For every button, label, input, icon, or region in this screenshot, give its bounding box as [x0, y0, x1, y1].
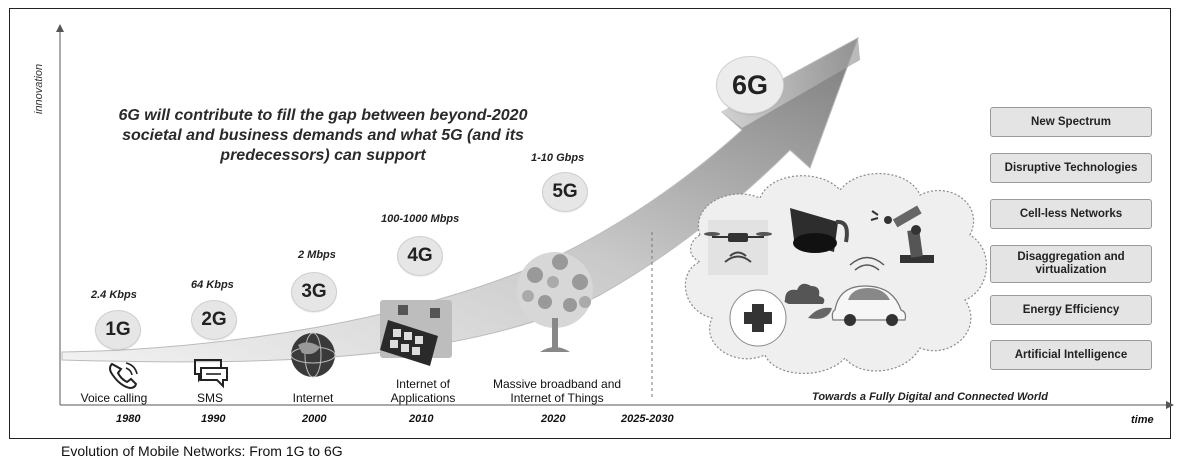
- medical-cross-icon: [729, 289, 787, 347]
- year-1990: 1990: [201, 413, 226, 425]
- gen-bubble-2g: 2G: [191, 300, 237, 340]
- y-axis-arrowhead: [56, 24, 64, 32]
- innovation-arrow: [61, 36, 859, 363]
- vr-headset-icon: [790, 208, 849, 253]
- figure-frame: [9, 8, 1171, 439]
- x-axis-label: time: [1131, 414, 1154, 426]
- feature-artificial-intelligence: Artificial Intelligence: [990, 340, 1152, 370]
- feature-new-spectrum: New Spectrum: [990, 107, 1152, 137]
- wifi-signal-icon: [849, 256, 885, 271]
- y-axis-label: innovation: [33, 63, 45, 114]
- figure-caption: Evolution of Mobile Networks: From 1G to…: [61, 443, 343, 459]
- gen-bubble-4g: 4G: [397, 236, 443, 276]
- feature-cell-less-networks: Cell-less Networks: [990, 199, 1152, 229]
- service-2g: SMS: [196, 391, 223, 405]
- year-2010: 2010: [409, 413, 434, 425]
- year-2020: 2020: [541, 413, 566, 425]
- year-2025-2030: 2025-2030: [621, 413, 674, 425]
- speed-4g: 100-1000 Mbps: [381, 213, 460, 225]
- headline: 6G will contribute to fill the gap betwe…: [118, 107, 528, 164]
- feature-disruptive-technologies: Disruptive Technologies: [990, 153, 1152, 183]
- robot-arm-icon: [870, 205, 934, 263]
- smartphone-apps-icon: [380, 300, 452, 366]
- cloud-icon: [784, 283, 825, 304]
- chat-bubbles-icon: [194, 359, 228, 389]
- speed-1g: 2.4 Kbps: [91, 289, 137, 301]
- globe-icon: [290, 332, 336, 378]
- speed-5g: 1-10 Gbps: [531, 152, 585, 164]
- gen-bubble-5g: 5G: [542, 172, 588, 212]
- drone-icon: [704, 220, 772, 275]
- year-1980: 1980: [116, 413, 141, 425]
- speed-3g: 2 Mbps: [298, 249, 336, 261]
- autonomous-car-icon: [831, 285, 907, 326]
- feature-disaggregation: Disaggregation and virtualization: [990, 245, 1152, 283]
- service-5g: Massive broadband and Internet of Things: [492, 377, 622, 405]
- service-3g: Internet: [292, 391, 334, 405]
- service-1g: Voice calling: [80, 391, 148, 405]
- gen-bubble-3g: 3G: [291, 272, 337, 312]
- leaf-icon: [808, 307, 832, 319]
- phone-icon: [109, 362, 138, 390]
- iot-tree-icon: [517, 252, 593, 352]
- x-axis-arrowhead: [1166, 401, 1174, 409]
- gen-bubble-1g: 1G: [95, 310, 141, 350]
- service-4g: Internet of Applications: [390, 377, 456, 405]
- feature-energy-efficiency: Energy Efficiency: [990, 295, 1152, 325]
- year-2000: 2000: [302, 413, 327, 425]
- speed-2g: 64 Kbps: [191, 279, 234, 291]
- future-world-title: Towards a Fully Digital and Connected Wo…: [812, 391, 1048, 403]
- gen-bubble-6g: 6G: [716, 56, 784, 114]
